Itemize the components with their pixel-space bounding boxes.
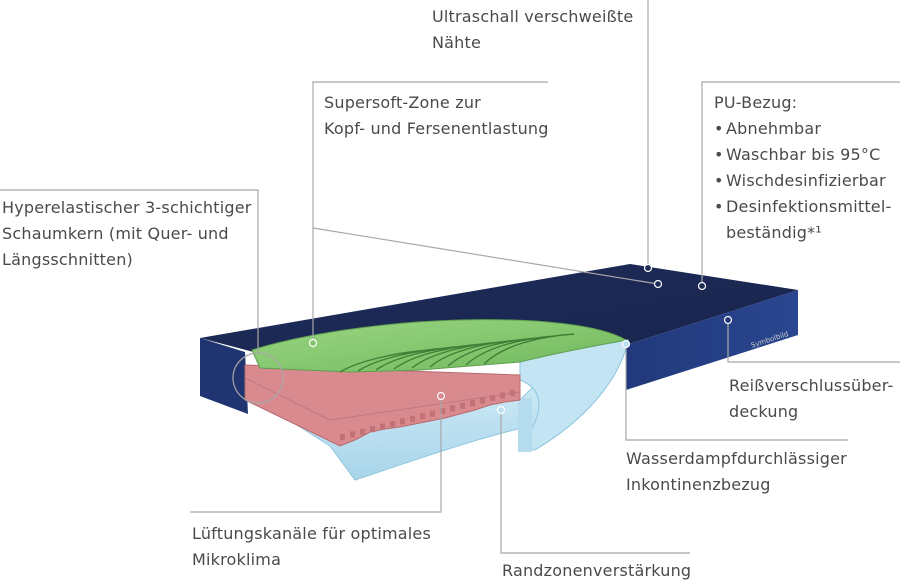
label-incontinence-line-1: Wasserdampfdurchlässiger xyxy=(626,449,847,468)
channel-notch xyxy=(440,408,445,414)
leader-incontinence xyxy=(625,344,848,441)
marker-edge xyxy=(496,405,506,415)
label-zipper-line-2: deckung xyxy=(729,402,799,421)
label-seams-line-2: Nähte xyxy=(432,33,482,52)
channel-notch xyxy=(370,426,375,433)
channel-notch xyxy=(390,421,395,427)
channel-notch xyxy=(420,413,425,420)
leader-ventilation xyxy=(190,396,442,513)
channel-notch xyxy=(430,410,435,417)
channel-notch xyxy=(350,431,355,438)
label-supersoft-line-2: Kopf- und Fersenentlastung xyxy=(324,119,549,138)
channel-notch xyxy=(500,392,505,399)
pu-cover-item: •Desinfektionsmittel- xyxy=(714,197,892,216)
label-ventilation-line-2: Mikroklima xyxy=(192,550,282,569)
marker-pu xyxy=(697,281,707,291)
label-zipper: Reißverschlussüber- deckung xyxy=(729,373,893,425)
channel-notch xyxy=(340,434,345,440)
cover-left-end xyxy=(200,338,248,414)
channel-notch xyxy=(490,395,495,401)
channel-notch xyxy=(380,423,385,430)
leader-edge xyxy=(500,410,690,554)
inner-cover-lip xyxy=(518,398,532,452)
label-edge-line-1: Randzonenverstärkung xyxy=(502,561,692,580)
green-slice xyxy=(483,333,575,365)
marker-zipper xyxy=(723,315,733,325)
leader-foam xyxy=(0,189,259,352)
label-ventilation-line-1: Lüftungskanäle für optimales xyxy=(192,524,431,543)
marker-supersoft xyxy=(308,338,318,348)
leader-foam-diagonal xyxy=(312,227,659,285)
label-incontinence-line-2: Inkontinenzbezug xyxy=(626,475,771,494)
ventilation-channels xyxy=(340,389,515,440)
pu-cover-item: •Wischdesinfizierbar xyxy=(714,171,886,190)
channel-notch xyxy=(460,402,465,409)
channel-notch xyxy=(450,405,455,412)
label-supersoft-line-1: Supersoft-Zone zur xyxy=(324,93,481,112)
label-incontinence: Wasserdampfdurchlässiger Inkontinenzbezu… xyxy=(626,446,847,498)
label-pu-cover: PU-Bezug: •Abnehmbar •Waschbar bis 95°C … xyxy=(714,90,891,246)
channel-notch xyxy=(360,428,365,435)
pu-cover-item: •Abnehmbar xyxy=(714,119,822,138)
cover-front-side xyxy=(626,290,798,390)
channel-notch xyxy=(400,418,405,425)
label-supersoft: Supersoft-Zone zur Kopf- und Fersenentla… xyxy=(324,90,549,142)
marker-foam-ring xyxy=(232,352,284,404)
pu-cover-item: •Waschbar bis 95°C xyxy=(714,145,881,164)
foam-core-layer xyxy=(244,364,521,447)
marker-incontinence xyxy=(621,339,631,349)
label-ventilation: Lüftungskanäle für optimales Mikroklima xyxy=(192,521,431,573)
pu-cover-title: PU-Bezug: xyxy=(714,93,798,112)
supersoft-zone xyxy=(251,319,628,373)
label-foam-core: Hyperelastischer 3-schichtiger Schaumker… xyxy=(2,195,252,273)
marker-top xyxy=(653,279,663,289)
label-foam-line-3: Längsschnitten) xyxy=(2,250,133,269)
channel-notch xyxy=(470,400,475,407)
leader-pu xyxy=(701,81,900,286)
pu-cover-item-continuation: beständig*¹ xyxy=(726,223,822,242)
channel-notch xyxy=(410,415,415,422)
green-layer-slices xyxy=(339,333,575,373)
label-zipper-line-1: Reißverschlussüber- xyxy=(729,376,894,395)
pu-cover-list: •Abnehmbar •Waschbar bis 95°C •Wischdesi… xyxy=(714,116,891,246)
leader-zipper xyxy=(727,320,900,363)
label-seams-line-1: Ultraschall verschweißte xyxy=(432,7,634,26)
label-edge: Randzonenverstärkung xyxy=(502,558,691,584)
channel-notch xyxy=(480,397,485,404)
marker-seams xyxy=(643,263,653,273)
channel-notch xyxy=(510,389,515,396)
label-foam-line-1: Hyperelastischer 3-schichtiger xyxy=(2,198,252,217)
leader-supersoft xyxy=(312,81,548,343)
label-seams: Ultraschall verschweißte Nähte xyxy=(432,4,633,56)
leader-lines xyxy=(0,0,900,554)
marker-ventilation xyxy=(436,391,446,401)
label-foam-line-2: Schaumkern (mit Quer- und xyxy=(2,224,229,243)
